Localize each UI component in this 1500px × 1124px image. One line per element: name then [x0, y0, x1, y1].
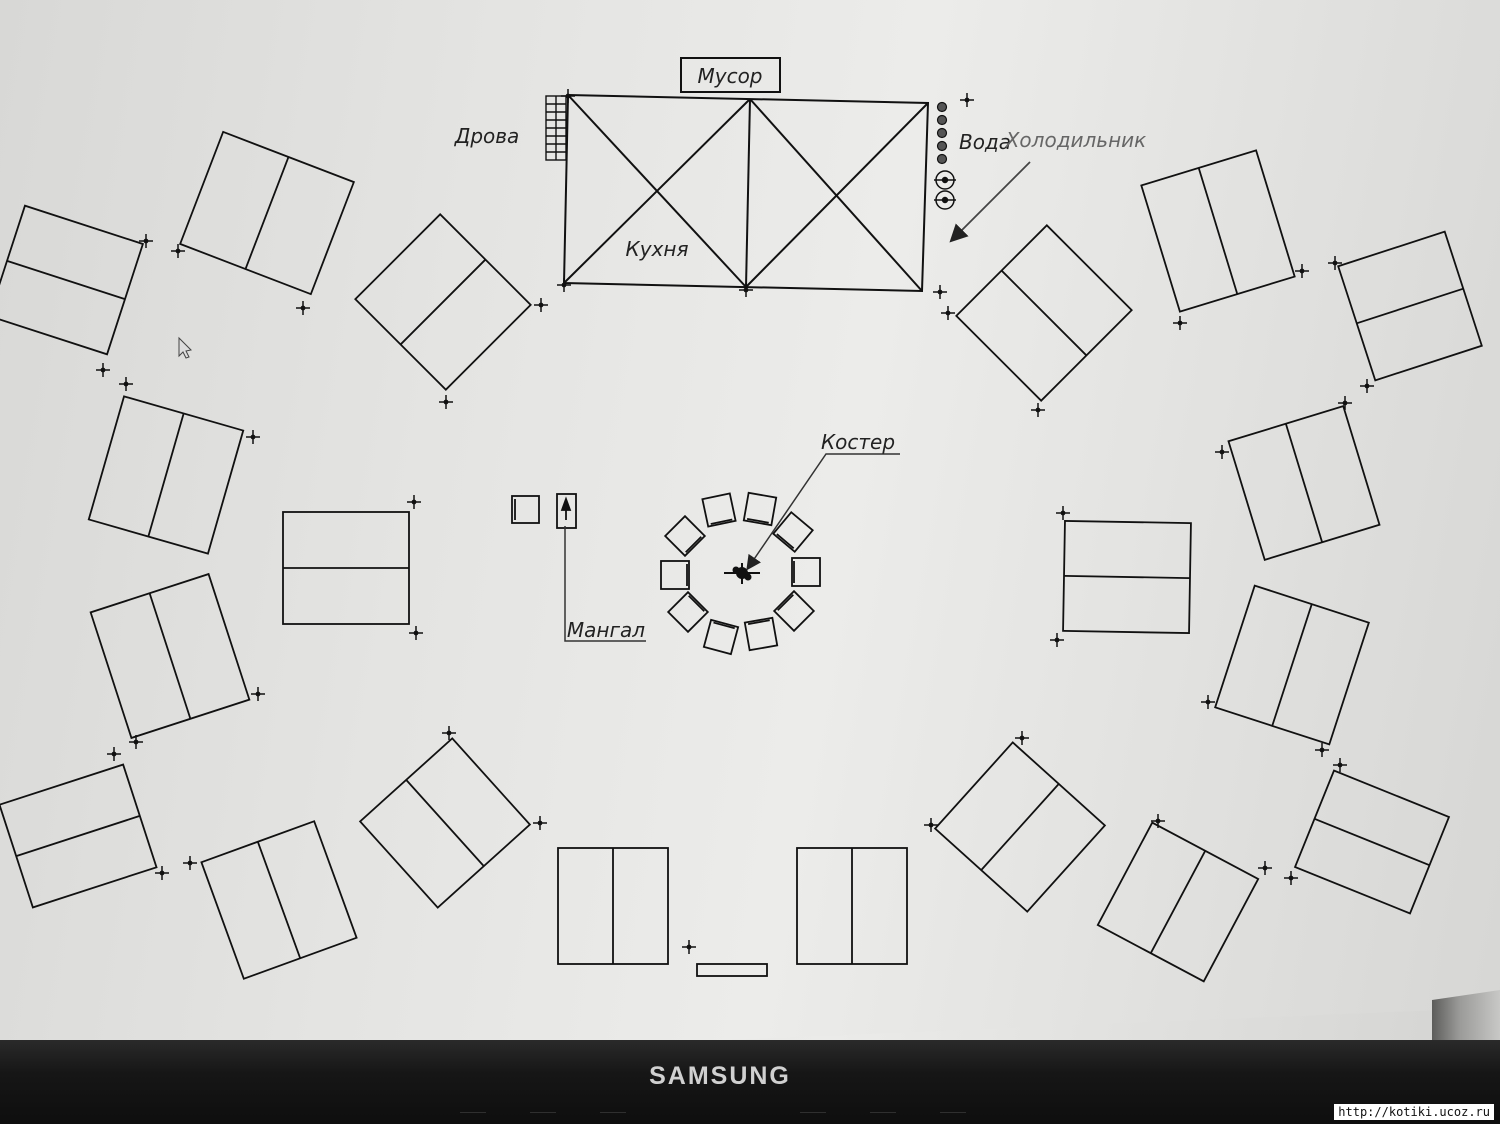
tent	[1062, 519, 1192, 635]
mouse-cursor-icon	[178, 336, 193, 359]
tent	[557, 847, 669, 965]
monitor-button[interactable]	[600, 1112, 626, 1121]
tent	[358, 737, 532, 909]
tent	[1096, 821, 1260, 983]
monitor-buttons	[460, 1112, 980, 1124]
trash-label: Мусор	[697, 64, 762, 88]
tent	[0, 204, 145, 356]
tent	[1214, 584, 1370, 746]
fridge-units	[934, 170, 956, 210]
firewood-label: Дрова	[454, 124, 520, 148]
monitor-button[interactable]	[870, 1112, 896, 1121]
firewood-stack	[545, 95, 567, 161]
water-containers	[936, 101, 948, 165]
tent	[89, 572, 251, 740]
kitchen-label: Кухня	[626, 237, 689, 261]
survey-marks	[95, 233, 1375, 955]
grill	[511, 493, 577, 529]
fridge-arrow	[949, 161, 1031, 243]
monitor-button[interactable]	[800, 1112, 826, 1121]
campfire-label: Костер	[821, 430, 895, 454]
campfire	[724, 563, 760, 584]
tent	[1227, 405, 1381, 561]
grill-label: Мангал	[567, 618, 645, 642]
tent	[955, 224, 1133, 402]
camp-layout-plan: Мусор Кухня Дрова Вода Холодильник	[0, 57, 1483, 983]
water-label: Вода	[959, 130, 1011, 154]
tent	[1337, 230, 1483, 382]
tent	[178, 130, 356, 296]
kitchen-structure	[562, 93, 930, 293]
monitor-bezel-bottom	[0, 1040, 1500, 1124]
campfire-leader-line	[746, 453, 900, 571]
monitor-button[interactable]	[460, 1112, 486, 1121]
watermark-url: http://kotiki.ucoz.ru	[1334, 1104, 1494, 1120]
grill-leader-line	[564, 526, 646, 642]
fridge-label: Холодильник	[1005, 128, 1147, 152]
bench	[696, 963, 768, 977]
trash-label-box: Мусор	[680, 57, 781, 93]
tent	[282, 511, 410, 625]
tents	[0, 130, 1483, 983]
tent	[933, 741, 1107, 913]
campfire-seats	[660, 491, 821, 656]
tent	[87, 395, 245, 555]
monitor-button[interactable]	[940, 1112, 966, 1121]
tent	[354, 213, 532, 391]
tent	[200, 820, 358, 980]
tent	[796, 847, 908, 965]
tent	[1140, 149, 1296, 313]
monitor-brand-logo: SAMSUNG	[649, 1062, 791, 1090]
monitor-button[interactable]	[530, 1112, 556, 1121]
tent	[0, 763, 158, 909]
tent	[1293, 769, 1451, 915]
